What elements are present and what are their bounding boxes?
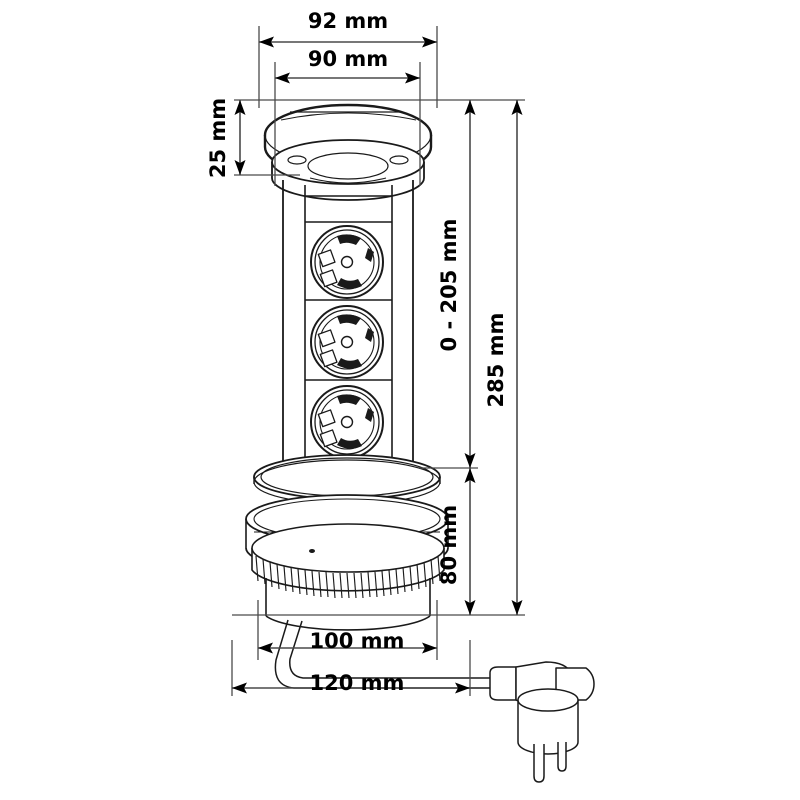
product-illustration [245, 103, 595, 783]
dimension-labels: 92 mm 90 mm 25 mm 0 - 205 mm 80 mm 285 m… [206, 9, 508, 695]
power-plug-icon [489, 661, 595, 783]
power-socket-icon [310, 385, 384, 459]
dimension-arrows [232, 36, 523, 694]
dim-label-90: 90 mm [308, 47, 388, 71]
dim-label-100: 100 mm [310, 629, 405, 653]
dim-label-92: 92 mm [308, 9, 388, 33]
dim-label-80: 80 mm [437, 505, 461, 585]
dim-label-205: 0 - 205 mm [437, 219, 461, 352]
power-socket-icon [310, 225, 384, 299]
dim-label-25: 25 mm [206, 98, 230, 178]
threaded-mounting-base [245, 494, 449, 631]
dim-label-120: 120 mm [310, 671, 405, 695]
cap-flange [271, 139, 425, 201]
dim-label-285: 285 mm [484, 313, 508, 408]
power-socket-icon [310, 305, 384, 379]
